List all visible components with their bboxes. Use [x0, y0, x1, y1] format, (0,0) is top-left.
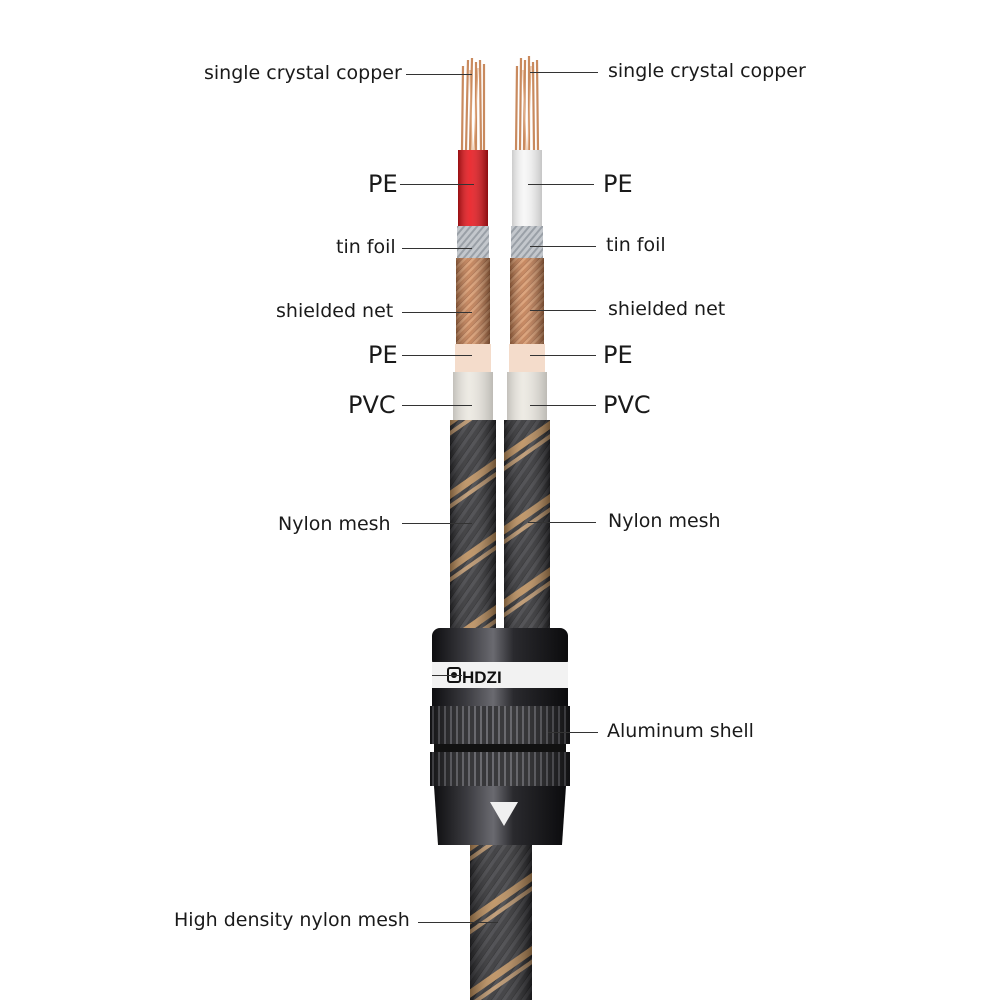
leader-left-pe-inner — [402, 355, 472, 356]
right-copper-strands — [514, 56, 540, 151]
leader-right-pvc — [530, 405, 596, 406]
leader-left-pe-top — [400, 184, 474, 185]
label-right-pe-inner: PE — [603, 341, 633, 369]
right-tin-foil — [511, 226, 543, 258]
aluminum-shell: HDZI — [430, 628, 570, 845]
label-left-nylon-mesh: Nylon mesh — [278, 513, 391, 535]
right-conductor — [504, 56, 550, 635]
leader-brand — [432, 675, 462, 676]
label-right-copper: single crystal copper — [608, 60, 806, 82]
label-right-shielded-net: shielded net — [608, 298, 726, 320]
arrow-down-icon — [490, 802, 518, 826]
leader-left-nylon-mesh — [402, 523, 472, 524]
leader-left-shielded-net — [402, 312, 472, 313]
label-left-copper: single crystal copper — [204, 62, 402, 84]
leader-left-pvc — [402, 405, 472, 406]
label-high-density-mesh: High density nylon mesh — [174, 909, 410, 931]
label-left-pe-top: PE — [368, 170, 398, 198]
label-right-pvc: PVC — [603, 391, 651, 419]
leader-right-pe-top — [528, 184, 594, 185]
label-left-shielded-net: shielded net — [276, 300, 394, 322]
leader-right-tin-foil — [530, 246, 596, 247]
leader-right-copper — [530, 72, 598, 73]
leader-aluminum-shell — [548, 732, 598, 733]
leader-right-nylon-mesh — [528, 522, 596, 523]
leader-left-tin-foil — [402, 248, 472, 249]
label-right-nylon-mesh: Nylon mesh — [608, 510, 721, 532]
label-left-tin-foil: tin foil — [336, 236, 396, 258]
leader-left-copper — [406, 74, 472, 75]
label-aluminum-shell: Aluminum shell — [607, 720, 754, 742]
label-right-tin-foil: tin foil — [606, 234, 666, 256]
left-conductor — [450, 57, 496, 635]
label-right-pe-top: PE — [603, 170, 633, 198]
label-left-pvc: PVC — [348, 391, 396, 419]
right-inner-pe — [509, 344, 545, 372]
label-left-pe-inner: PE — [368, 341, 398, 369]
left-inner-pe — [455, 344, 491, 372]
left-copper-strands — [460, 57, 486, 151]
brand-text: HDZI — [462, 668, 502, 687]
left-tin-foil — [457, 226, 489, 258]
leader-right-pe-inner — [530, 355, 596, 356]
leader-high-density-mesh — [418, 922, 498, 923]
leader-right-shielded-net — [530, 310, 596, 311]
